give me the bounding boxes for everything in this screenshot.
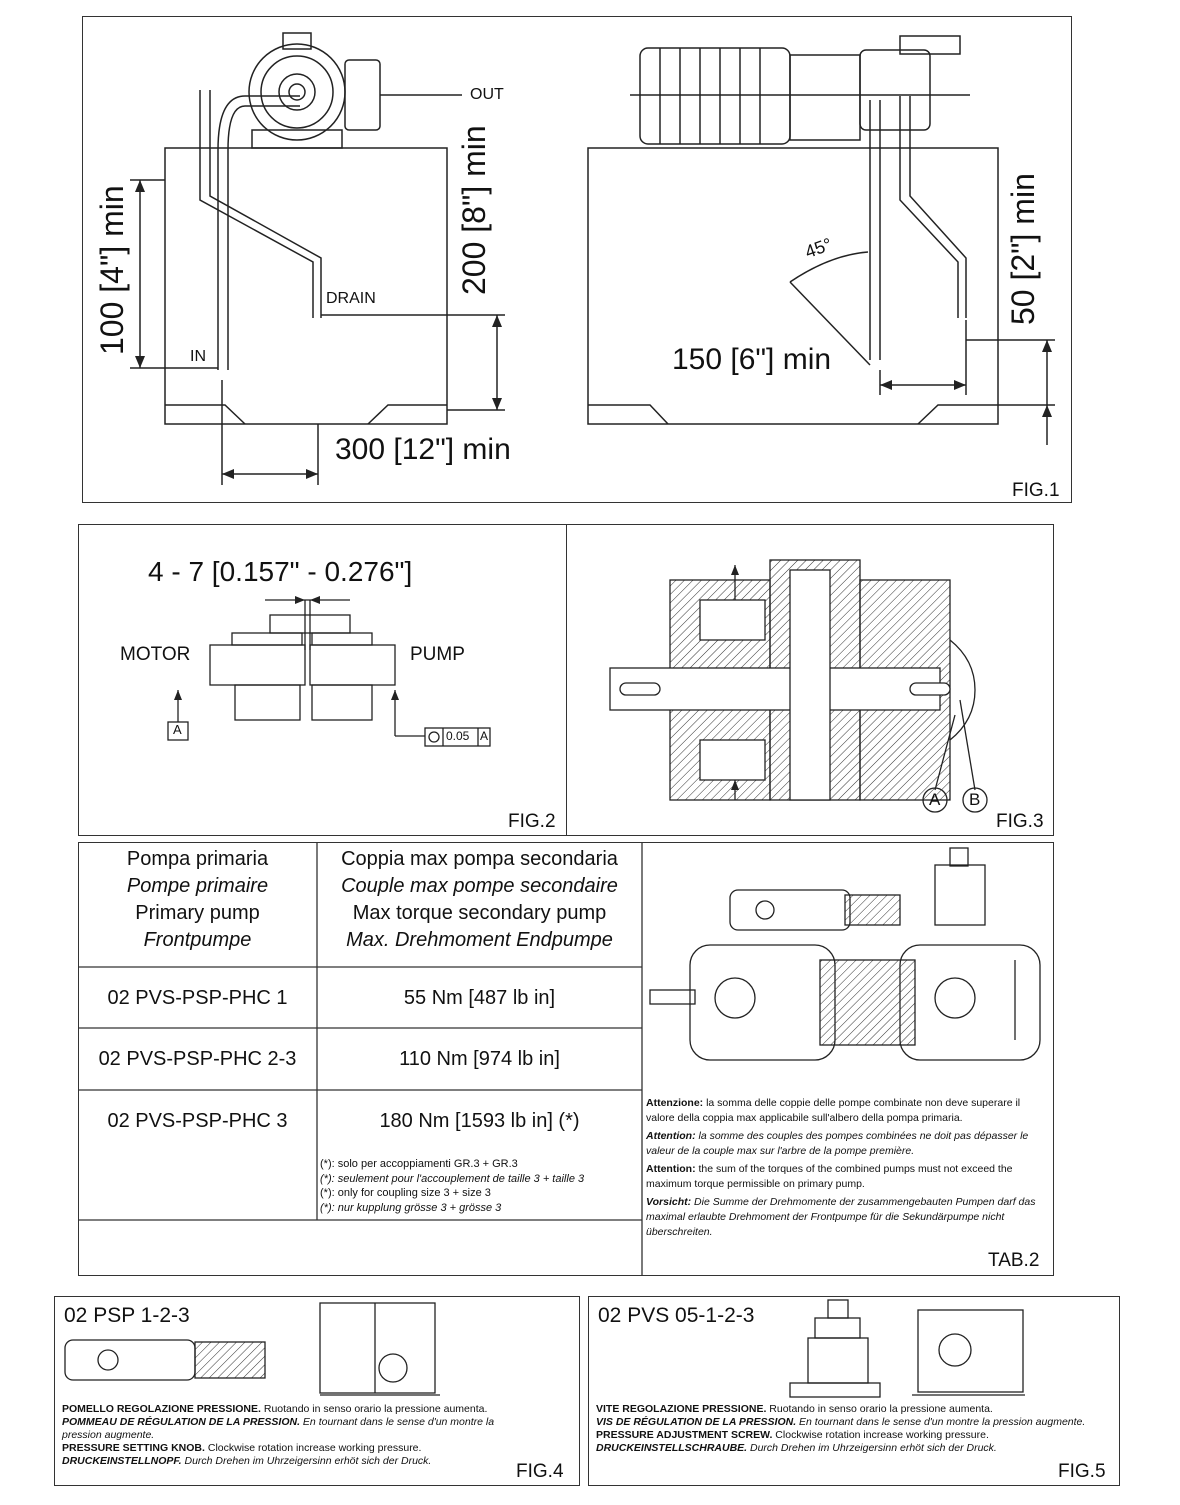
table-row-2-torque: 110 Nm [974 lb in] bbox=[399, 1048, 560, 1070]
fig2-gap-dim: 4 - 7 [0.157" - 0.276"] bbox=[148, 556, 413, 587]
tab2-header-torque: Coppia max pompa secondaria Couple max p… bbox=[317, 846, 642, 954]
fig5-panel bbox=[588, 1296, 1120, 1486]
fig5-de: DRUCKEINSTELLSCHRAUBE. Durch Drehen im U… bbox=[596, 1442, 997, 1454]
fig2-motor-label: MOTOR bbox=[120, 644, 191, 665]
fig5-label: FIG.5 bbox=[1058, 1461, 1106, 1482]
footnote-en: (*): only for coupling size 3 + size 3 bbox=[320, 1187, 491, 1199]
fig3-drawing bbox=[609, 559, 988, 813]
fig3-label-b: B bbox=[969, 790, 981, 809]
tab2-header-primary: Pompa primaria Pompe primaire Primary pu… bbox=[78, 846, 317, 954]
footnote-fr: (*): seulement pour l'accouplement de ta… bbox=[320, 1172, 585, 1185]
table-row-1-torque: 55 Nm [487 lb in] bbox=[403, 987, 556, 1009]
header-fr: Pompe primaire bbox=[126, 875, 269, 897]
fig4-de: DRUCKEINSTELLNOPF. Durch Drehen im Uhrze… bbox=[62, 1455, 432, 1467]
fig1-dim-300: 300 [12"] min bbox=[335, 433, 511, 466]
fig2-tolerance: 0.05 bbox=[446, 729, 470, 743]
fig5-en: PRESSURE ADJUSTMENT SCREW. Clockwise rot… bbox=[596, 1429, 989, 1441]
tab2-label: TAB.2 bbox=[988, 1250, 1040, 1271]
fig5-text: VITE REGOLAZIONE PRESSIONE. Ruotando in … bbox=[596, 1403, 1086, 1455]
fig1-panel bbox=[82, 16, 1072, 503]
table-row-1-pump: 02 PVS-PSP-PHC 1 bbox=[107, 987, 288, 1009]
fig1-in-label: IN bbox=[190, 348, 206, 365]
fig4-en: PRESSURE SETTING KNOB. Clockwise rotatio… bbox=[62, 1442, 422, 1454]
note-it: Attenzione: la somma delle coppie delle … bbox=[646, 1097, 1021, 1124]
fig2-label: FIG.2 bbox=[508, 811, 556, 832]
tab2-panel bbox=[78, 842, 1054, 1276]
note-fr: Attention: la somme des couples des pomp… bbox=[646, 1130, 1029, 1157]
fig1-drawing bbox=[130, 32, 1055, 485]
fig5-it: VITE REGOLAZIONE PRESSIONE. Ruotando in … bbox=[596, 1403, 993, 1415]
fig3-label-a: A bbox=[929, 790, 941, 809]
fig5-title: 02 PVS 05-1-2-3 bbox=[598, 1304, 755, 1327]
fig1-dim-150: 150 [6"] min bbox=[672, 343, 832, 376]
footnote-de: (*): nur kupplung grösse 3 + grösse 3 bbox=[320, 1201, 502, 1214]
fig5-fr: VIS DE RÉGULATION DE LA PRESSION. En tou… bbox=[596, 1416, 1086, 1428]
header-it: Coppia max pompa secondaria bbox=[341, 848, 618, 870]
tab2-notes: Attenzione: la somma delle coppie delle … bbox=[646, 1096, 1046, 1240]
header-de: Max. Drehmoment Endpumpe bbox=[346, 929, 613, 951]
header-fr: Couple max pompe secondaire bbox=[341, 875, 618, 897]
fig4-it: POMELLO REGOLAZIONE PRESSIONE. Ruotando … bbox=[62, 1403, 488, 1415]
fig1-drain-label: DRAIN bbox=[326, 290, 376, 307]
fig3-panel bbox=[566, 524, 1054, 836]
fig1-out-label: OUT bbox=[470, 86, 504, 103]
tab2-footnotes: (*): solo per accoppiamenti GR.3 + GR.3 … bbox=[320, 1157, 640, 1215]
table-row-2-pump: 02 PVS-PSP-PHC 2-3 bbox=[98, 1048, 297, 1070]
note-de: Vorsicht: Die Summe der Drehmomente der … bbox=[646, 1196, 1036, 1238]
header-de: Frontpumpe bbox=[143, 929, 252, 951]
fig4-label: FIG.4 bbox=[516, 1461, 564, 1482]
fig4-fr: POMMEAU DE RÉGULATION DE LA PRESSION. En… bbox=[62, 1416, 495, 1441]
footnote-it: (*): solo per accoppiamenti GR.3 + GR.3 bbox=[320, 1158, 518, 1170]
fig1-label: FIG.1 bbox=[1012, 480, 1060, 501]
fig2-pump-label: PUMP bbox=[410, 644, 465, 665]
fig4-text: POMELLO REGOLAZIONE PRESSIONE. Ruotando … bbox=[62, 1403, 532, 1468]
fig4-title: 02 PSP 1-2-3 bbox=[64, 1304, 190, 1327]
fig2-drawing bbox=[167, 596, 491, 747]
table-row-3-torque: 180 Nm [1593 lb in] (*) bbox=[379, 1110, 580, 1132]
fig4-panel bbox=[54, 1296, 580, 1486]
table-row-3-pump: 02 PVS-PSP-PHC 3 bbox=[107, 1110, 288, 1132]
fig2-tolerance-datum: A bbox=[480, 729, 489, 743]
fig3-label: FIG.3 bbox=[996, 811, 1044, 832]
header-it: Pompa primaria bbox=[126, 848, 269, 870]
header-en: Primary pump bbox=[135, 902, 260, 924]
fig2-datum-a: A bbox=[173, 722, 182, 737]
note-en: Attention: the sum of the torques of the… bbox=[646, 1163, 1013, 1190]
header-en: Max torque secondary pump bbox=[352, 902, 607, 924]
tab2-grid bbox=[78, 842, 1041, 1276]
